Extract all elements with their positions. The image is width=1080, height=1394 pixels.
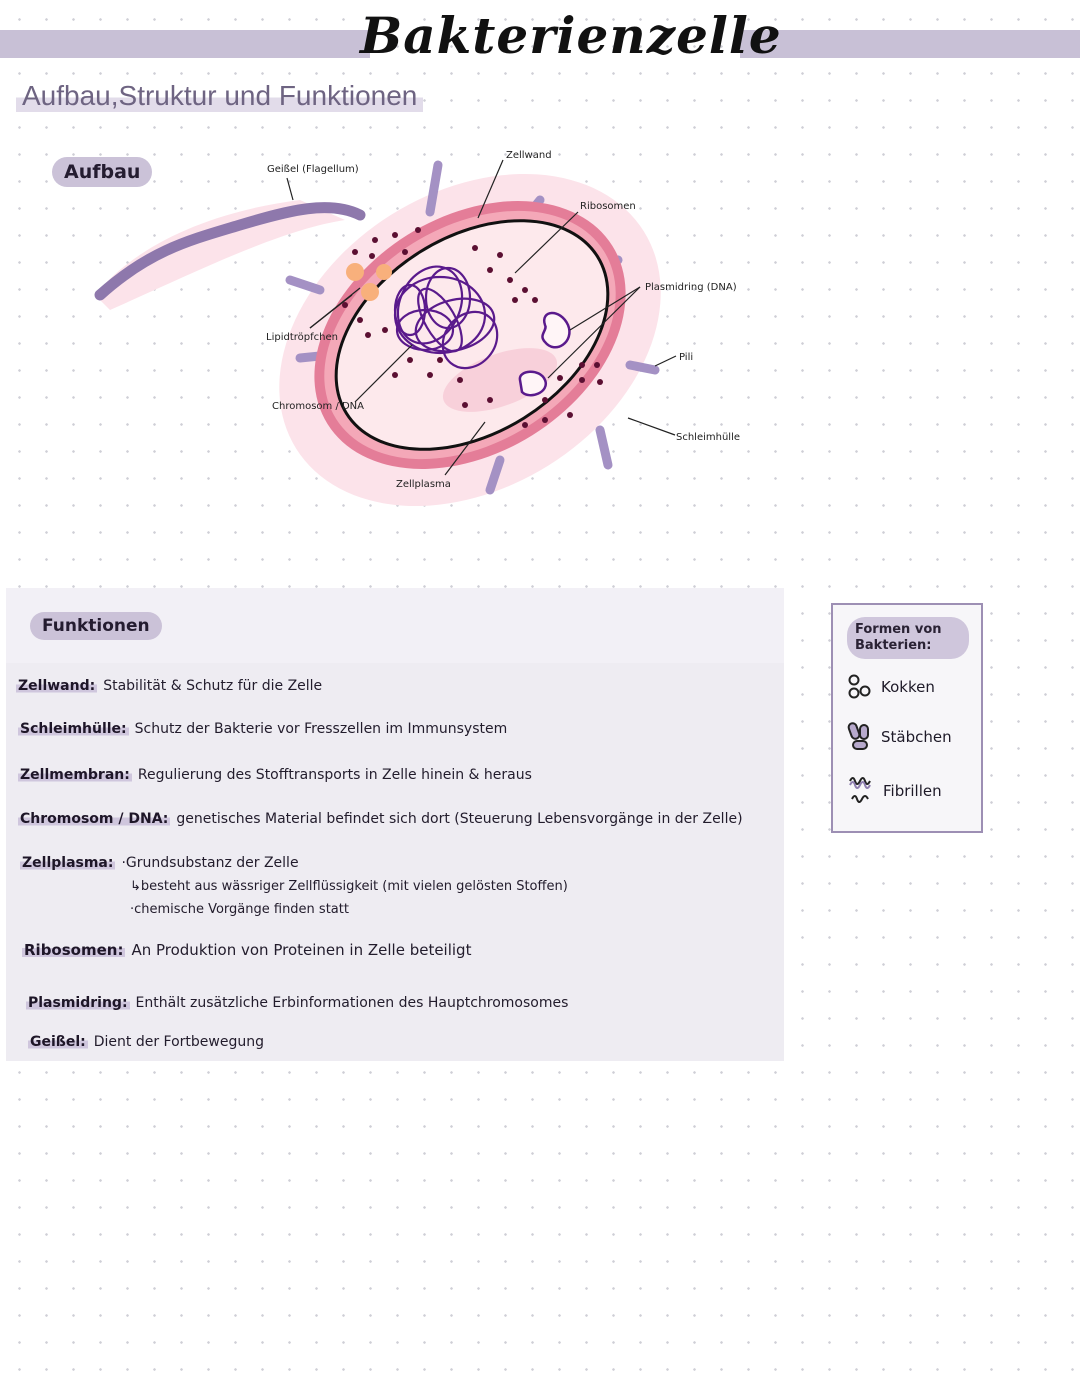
shape-label: Fibrillen [883, 782, 942, 800]
page-subtitle: Aufbau,Struktur und Funktionen [16, 80, 424, 112]
function-term: Ribosomen: [22, 941, 126, 959]
page-title: Bakterienzelle [360, 6, 782, 65]
function-row-plasmidring: Plasmidring: Enthält zusätzliche Erbinfor… [26, 995, 568, 1011]
function-text: ·Grundsubstanz der Zelle [121, 855, 299, 871]
shape-item-staebchen: Stäbchen [847, 721, 952, 753]
label-chromosom: Chromosom / DNA [272, 401, 364, 412]
zellplasma-detail-2: ·chemische Vorgänge finden statt [130, 902, 349, 917]
funktionen-heading: Funktionen [30, 612, 162, 640]
function-term: Schleimhülle: [18, 721, 129, 737]
function-term: Zellplasma: [20, 855, 116, 871]
function-text: Stabilität & Schutz für die Zelle [103, 678, 323, 694]
flagellum [94, 202, 366, 301]
title-accent-bar-left [0, 30, 370, 58]
plasmid-rings [518, 311, 571, 397]
leader-lines [286, 159, 677, 476]
aufbau-heading: Aufbau [52, 157, 153, 187]
label-ribosomen: Ribosomen [580, 201, 636, 212]
function-row-ribosomen: Ribosomen: An Produktion von Proteinen in… [22, 941, 471, 959]
functions-panel [6, 588, 784, 1061]
label-zellwand: Zellwand [506, 150, 552, 161]
zellplasma-detail-1: ↳besteht aus wässriger Zellflüssigkeit (… [130, 879, 568, 894]
function-text: Regulierung des Stofftransports in Zelle… [137, 767, 532, 783]
function-row-chromosom: Chromosom / DNA: genetisches Material bef… [18, 811, 743, 827]
cocci-icon [848, 674, 871, 699]
shape-item-kokken: Kokken [847, 673, 935, 701]
shape-label: Stäbchen [881, 728, 952, 746]
bacteria-shapes-title: Formen von Bakterien: [847, 617, 969, 659]
function-term: Plasmidring: [26, 995, 130, 1011]
function-row-geissel: Geißel: Dient der Fortbewegung [28, 1034, 264, 1050]
function-term: Geißel: [28, 1034, 88, 1050]
function-row-zellmembran: Zellmembran: Regulierung des Stofftranspo… [18, 767, 532, 783]
label-plasmidring: Plasmidring (DNA) [645, 282, 737, 293]
function-text: An Produktion von Proteinen in Zelle bet… [131, 941, 472, 959]
label-pili: Pili [679, 352, 693, 363]
lipid-droplets [346, 263, 392, 301]
rods-icon [847, 722, 869, 750]
shape-label: Kokken [881, 678, 935, 696]
bacterial-cell-diagram: Geißel (Flagellum) Zellwand Ribosomen Pl… [94, 150, 740, 506]
cytoplasm-shade [442, 348, 558, 412]
title-accent-bar-right [740, 30, 1080, 58]
function-text: genetisches Material befindet sich dort … [176, 811, 743, 827]
function-term: Zellwand: [16, 678, 98, 694]
function-text: Schutz der Bakterie vor Fresszellen im I… [134, 721, 508, 737]
label-zellplasma: Zellplasma [396, 479, 451, 490]
function-row-zellplasma: Zellplasma: ·Grundsubstanz der Zelle [20, 855, 299, 871]
function-term: Zellmembran: [18, 767, 132, 783]
function-text: Dient der Fortbewegung [93, 1034, 264, 1050]
label-geissel: Geißel (Flagellum) [267, 164, 359, 175]
function-row-schleimhuelle: Schleimhülle: Schutz der Bakterie vor Fre… [18, 721, 507, 737]
label-schleimhuelle: Schleimhülle [676, 432, 740, 443]
ribosomes [342, 227, 603, 428]
flagellum-halo [95, 200, 345, 310]
fibrils-icon [849, 777, 871, 803]
function-row-zellwand: Zellwand: Stabilität & Schutz für die Zel… [16, 678, 322, 694]
label-lipidtroepfchen: Lipidtröpfchen [266, 332, 338, 343]
function-text: Enthält zusätzliche Erbinformationen des… [135, 995, 569, 1011]
function-term: Chromosom / DNA: [18, 811, 171, 827]
chromosome-dna [393, 265, 499, 370]
shape-item-fibrillen: Fibrillen [847, 775, 942, 807]
bacteria-shapes-box: Formen von Bakterien: Kokken Stäbchen Fi… [831, 603, 983, 833]
